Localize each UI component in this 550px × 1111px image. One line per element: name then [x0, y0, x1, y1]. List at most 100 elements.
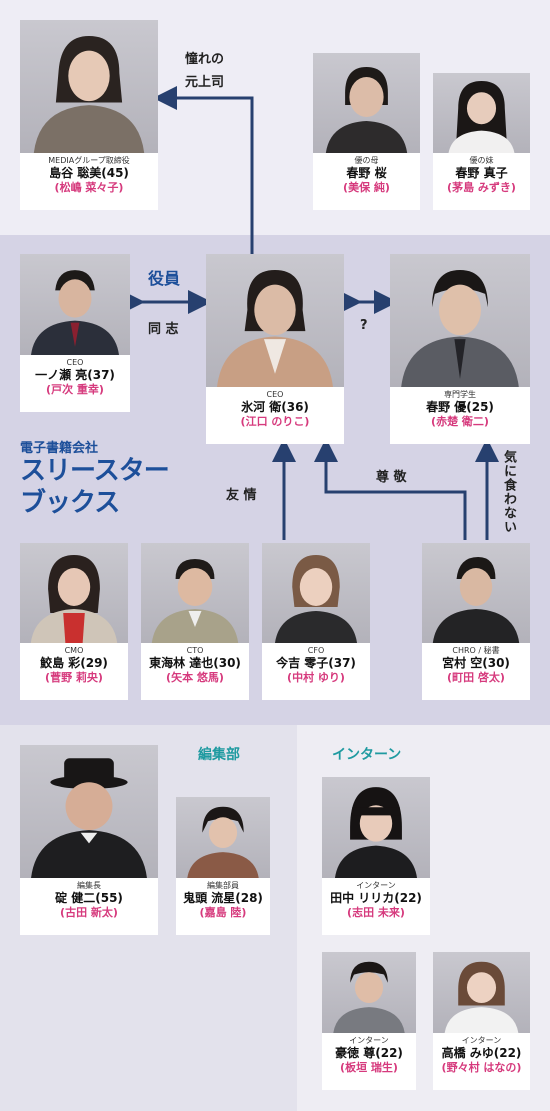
name-hikawa: 氷河 衛(36): [241, 400, 309, 414]
role-kito: 編集部員: [207, 881, 239, 890]
photo-miyamura: [422, 543, 530, 643]
name-sister: 春野 真子: [455, 166, 508, 180]
name-takahashi: 高橋 みゆ(22): [441, 1046, 522, 1060]
photo-tanaka: [322, 777, 430, 878]
card-samejima: CMO 鮫島 彩(29) (菅野 莉央): [20, 543, 128, 700]
role-shimaya: MEDIAグループ取締役: [48, 156, 130, 165]
role-sister: 優の妹: [469, 156, 494, 165]
photo-samejima: [20, 543, 128, 643]
photo-ichinose: [20, 254, 130, 355]
section-editorial: 編集部: [198, 747, 240, 763]
company-title-line1: スリースター: [20, 456, 170, 486]
actor-kokushi: (古田 新太): [60, 906, 118, 919]
info-hikawa: CEO 氷河 衛(36) (江口 のりこ): [206, 387, 344, 444]
actor-mother: (美保 純): [343, 181, 390, 194]
name-shimaya: 島谷 聡美(45): [49, 166, 129, 180]
company-title: スリースター ブックス: [20, 455, 170, 519]
company-subtitle: 電子書籍会社: [20, 441, 99, 456]
info-kokushi: 編集長 碇 健二(55) (古田 新太): [20, 878, 158, 935]
name-mother: 春野 桜: [346, 166, 387, 180]
photo-goutoku: [322, 952, 416, 1033]
label-friendship: 友 情: [226, 488, 257, 503]
actor-shimaya: (松嶋 菜々子): [54, 181, 124, 194]
card-haruno: 専門学生 春野 優(25) (赤楚 衛二): [390, 254, 530, 444]
role-ichinose: CEO: [66, 358, 84, 367]
name-kito: 鬼頭 流星(28): [183, 891, 263, 905]
role-takahashi: インターン: [461, 1036, 502, 1045]
label-question: ?: [360, 318, 368, 333]
actor-hikawa: (江口 のりこ): [240, 415, 310, 428]
role-mother: 優の母: [354, 156, 379, 165]
section-intern: インターン: [332, 747, 402, 763]
label-admired-2: 元上司: [185, 75, 225, 90]
actor-imayoshi: (中村 ゆり): [287, 671, 345, 684]
actor-samejima: (菅野 莉央): [45, 671, 103, 684]
role-tokairin: CTO: [186, 646, 204, 655]
card-mother: 優の母 春野 桜 (美保 純): [313, 53, 420, 210]
name-tokairin: 東海林 達也(30): [149, 656, 241, 670]
info-tokairin: CTO 東海林 達也(30) (矢本 悠馬): [141, 643, 249, 700]
info-takahashi: インターン 高橋 みゆ(22) (野々村 はなの): [433, 1033, 530, 1090]
info-shimaya: MEDIAグループ取締役 島谷 聡美(45) (松嶋 菜々子): [20, 153, 158, 210]
role-goutoku: インターン: [349, 1036, 389, 1045]
card-shimaya: MEDIAグループ取締役 島谷 聡美(45) (松嶋 菜々子): [20, 20, 158, 210]
card-miyamura: CHRO / 秘書 宮村 空(30) (町田 啓太): [422, 543, 530, 700]
actor-tanaka: (志田 未来): [347, 906, 405, 919]
info-haruno: 専門学生 春野 優(25) (赤楚 衛二): [390, 387, 530, 444]
label-admired-1: 憧れの: [185, 52, 225, 67]
name-goutoku: 豪徳 尊(22): [335, 1046, 403, 1060]
photo-kokushi: [20, 745, 158, 878]
role-haruno: 専門学生: [444, 390, 476, 399]
photo-takahashi: [433, 952, 530, 1033]
card-hikawa: CEO 氷河 衛(36) (江口 のりこ): [206, 254, 344, 444]
name-samejima: 鮫島 彩(29): [40, 656, 108, 670]
photo-mother: [313, 53, 420, 153]
name-miyamura: 宮村 空(30): [442, 656, 510, 670]
info-goutoku: インターン 豪徳 尊(22) (板垣 瑞生): [322, 1033, 416, 1090]
name-imayoshi: 今吉 零子(37): [276, 656, 356, 670]
info-imayoshi: CFO 今吉 零子(37) (中村 ゆり): [262, 643, 370, 700]
card-kito: 編集部員 鬼頭 流星(28) (嘉島 陸): [176, 797, 270, 935]
name-tanaka: 田中 リリカ(22): [330, 891, 422, 905]
company-title-line2: ブックス: [20, 488, 120, 518]
card-imayoshi: CFO 今吉 零子(37) (中村 ゆり): [262, 543, 370, 700]
name-ichinose: 一ノ瀬 亮(37): [35, 368, 115, 382]
photo-haruno: [390, 254, 530, 387]
photo-hikawa: [206, 254, 344, 387]
info-miyamura: CHRO / 秘書 宮村 空(30) (町田 啓太): [422, 643, 530, 700]
role-miyamura: CHRO / 秘書: [452, 646, 500, 655]
actor-miyamura: (町田 啓太): [447, 671, 505, 684]
card-kokushi: 編集長 碇 健二(55) (古田 新太): [20, 745, 158, 935]
label-respect: 尊 敬: [376, 470, 407, 485]
label-executives: 役員: [148, 269, 181, 288]
actor-haruno: (赤楚 衛二): [431, 415, 489, 428]
role-hikawa: CEO: [266, 390, 284, 399]
card-goutoku: インターン 豪徳 尊(22) (板垣 瑞生): [322, 952, 416, 1090]
info-sister: 優の妹 春野 真子 (茅島 みずき): [433, 153, 530, 210]
info-kito: 編集部員 鬼頭 流星(28) (嘉島 陸): [176, 878, 270, 935]
label-comrade: 同 志: [148, 322, 179, 337]
card-takahashi: インターン 高橋 みゆ(22) (野々村 はなの): [433, 952, 530, 1090]
actor-tokairin: (矢本 悠馬): [166, 671, 224, 684]
card-tanaka: インターン 田中 リリカ(22) (志田 未来): [322, 777, 430, 935]
card-sister: 優の妹 春野 真子 (茅島 みずき): [433, 73, 530, 210]
role-samejima: CMO: [64, 646, 84, 655]
actor-sister: (茅島 みずき): [447, 181, 516, 194]
photo-sister: [433, 73, 530, 153]
role-kokushi: 編集長: [77, 881, 101, 890]
name-haruno: 春野 優(25): [426, 400, 494, 414]
photo-shimaya: [20, 20, 158, 153]
info-mother: 優の母 春野 桜 (美保 純): [313, 153, 420, 210]
label-dislike: 気に食わない: [501, 450, 516, 534]
photo-kito: [176, 797, 270, 878]
actor-ichinose: (戸次 重幸): [46, 383, 104, 396]
info-samejima: CMO 鮫島 彩(29) (菅野 莉央): [20, 643, 128, 700]
photo-imayoshi: [262, 543, 370, 643]
actor-goutoku: (板垣 瑞生): [340, 1061, 398, 1074]
role-tanaka: インターン: [356, 881, 396, 890]
card-ichinose: CEO 一ノ瀬 亮(37) (戸次 重幸): [20, 254, 130, 412]
photo-tokairin: [141, 543, 249, 643]
card-tokairin: CTO 東海林 達也(30) (矢本 悠馬): [141, 543, 249, 700]
info-ichinose: CEO 一ノ瀬 亮(37) (戸次 重幸): [20, 355, 130, 412]
actor-kito: (嘉島 陸): [199, 906, 247, 919]
